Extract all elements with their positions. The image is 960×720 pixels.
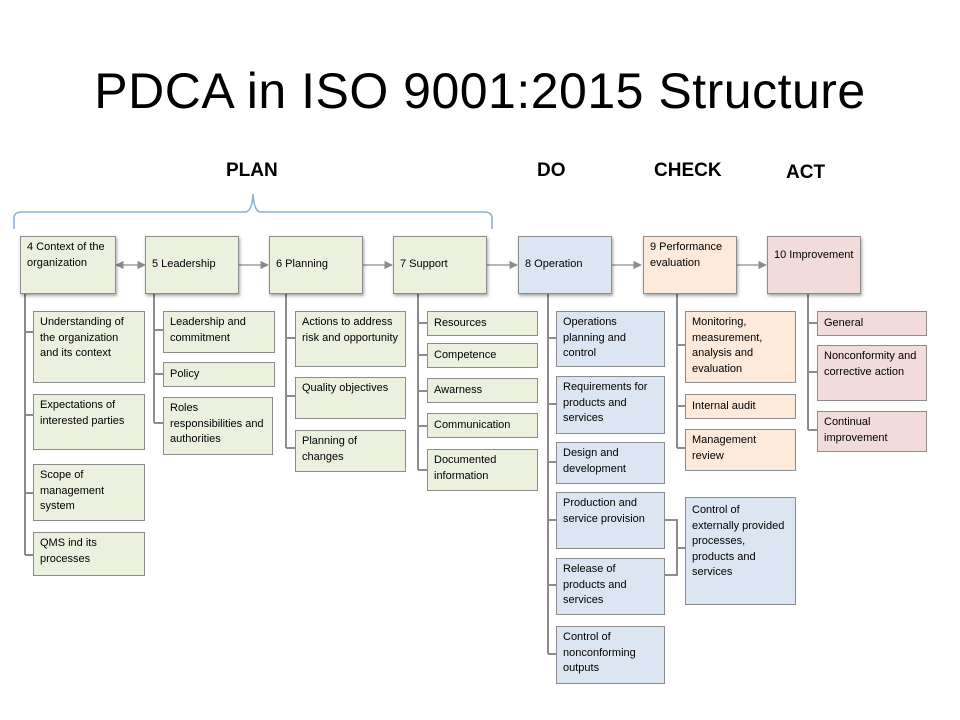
clause-6-item-3: Planning of changes <box>295 430 406 472</box>
clause-8-item-3: Design and development <box>556 442 665 484</box>
clause-4-item-4: QMS ind its processes <box>33 532 145 576</box>
clause-8-item-4: Production and service provision <box>556 492 665 549</box>
clause-8-item-2: Requirements for products and services <box>556 376 665 434</box>
clause-6-header: 6 Planning <box>269 236 363 294</box>
clause-6-item-2: Quality objectives <box>295 377 406 419</box>
clause-4-label: 4 Context of the organization <box>27 241 105 269</box>
clause-8-item-6: Control of nonconforming outputs <box>556 626 665 684</box>
shared-item-links <box>665 519 685 576</box>
clause-8-shared-item: Control of externally provided processes… <box>685 497 796 605</box>
clause-7-item-4: Communication <box>427 413 538 438</box>
clause-4-item-2: Expectations of interested parties <box>33 394 145 450</box>
clause-10-item-2: Nonconformity and corrective action <box>817 345 927 401</box>
clause-10-item-1: General <box>817 311 927 336</box>
clause-6-label: 6 Planning <box>276 258 328 271</box>
clause-10-header: 10 Improvement <box>767 236 861 294</box>
page-title: PDCA in ISO 9001:2015 Structure <box>94 63 866 119</box>
clause-10-item-3: Continual improvement <box>817 411 927 452</box>
clause-9-label: 9 Performance evaluation <box>650 241 723 269</box>
clause-7-label: 7 Support <box>400 258 448 271</box>
clause-7-item-5: Documented information <box>427 449 538 491</box>
clause-4-item-1: Understanding of the organization and it… <box>33 311 145 383</box>
clause-7-item-2: Competence <box>427 343 538 368</box>
clause-5-item-1: Leadership and commitment <box>163 311 275 353</box>
clause-5-item-2: Policy <box>163 362 275 387</box>
clause-5-label: 5 Leadership <box>152 258 216 271</box>
clause-5-header: 5 Leadership <box>145 236 239 294</box>
clause-7-item-3: Awarness <box>427 378 538 403</box>
clause-9-item-1: Monitoring, measurement, analysis and ev… <box>685 311 796 383</box>
phase-check-label: CHECK <box>654 160 722 181</box>
clause-4-item-3: Scope of management system <box>33 464 145 521</box>
phase-act-label: ACT <box>786 162 826 183</box>
clause-8-label: 8 Operation <box>525 258 583 271</box>
clause-9-item-3: Management review <box>685 429 796 471</box>
clause-6-item-1: Actions to address risk and opportunity <box>295 311 406 367</box>
plan-bracket <box>13 193 493 229</box>
clause-9-item-2: Internal audit <box>685 394 796 419</box>
clause-8-item-5: Release of products and services <box>556 558 665 615</box>
clause-7-item-1: Resources <box>427 311 538 336</box>
clause-10-label: 10 Improvement <box>774 249 854 261</box>
clause-9-header: 9 Performance evaluation <box>643 236 737 294</box>
clause-8-header: 8 Operation <box>518 236 612 294</box>
clause-7-header: 7 Support <box>393 236 487 294</box>
phase-plan-label: PLAN <box>226 160 278 181</box>
clause-8-item-1: Operations planning and control <box>556 311 665 367</box>
clause-5-item-3: Roles responsibilities and authorities <box>163 397 273 455</box>
clause-4-header: 4 Context of the organization <box>20 236 116 294</box>
phase-do-label: DO <box>537 160 566 181</box>
